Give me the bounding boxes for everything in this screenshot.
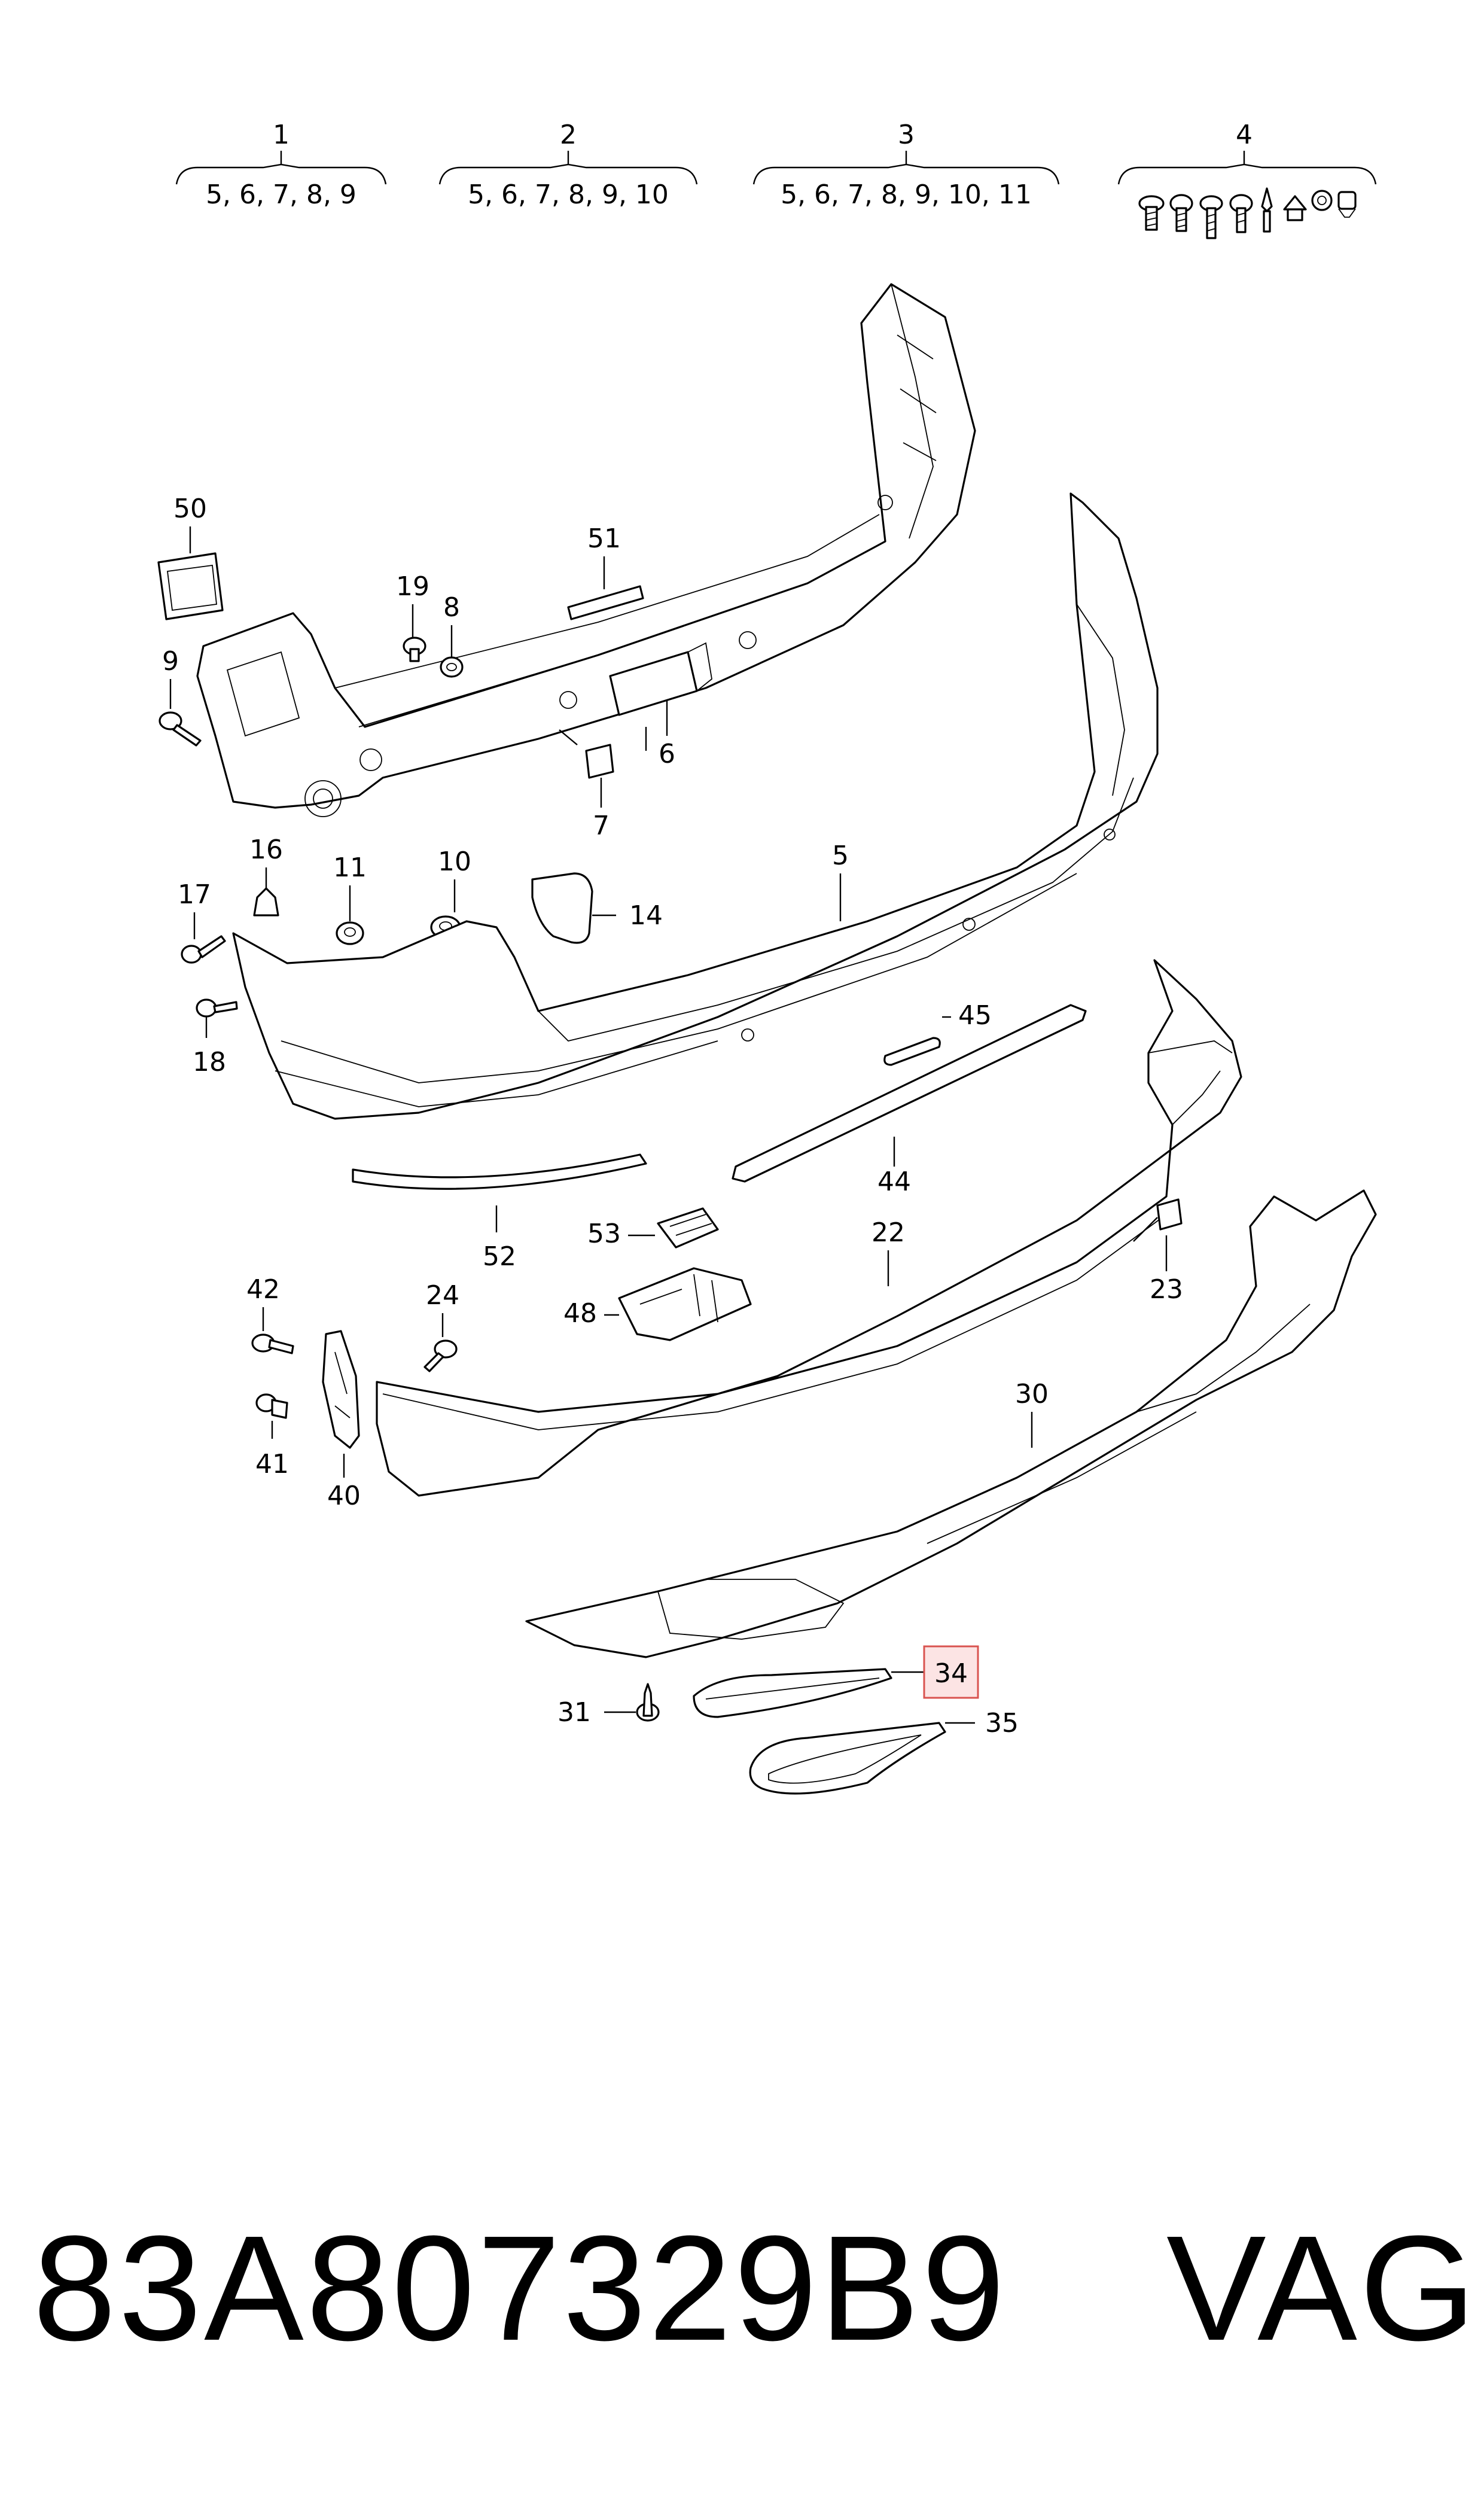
- group-header-3: 3 5, 6, 7, 8, 9, 10, 11: [752, 120, 1060, 210]
- callout-14: 14: [629, 900, 663, 931]
- callout-48: 48: [563, 1298, 597, 1329]
- callout-40: 40: [327, 1481, 361, 1511]
- callout-42: 42: [246, 1274, 280, 1305]
- part-51-clip: 51: [567, 523, 644, 620]
- group-number-3: 3: [898, 120, 915, 150]
- part-23-clip: 23: [1133, 1198, 1183, 1305]
- part-41-clip: 41: [255, 1393, 289, 1479]
- part-16-clip: 16: [249, 835, 283, 917]
- callout-5: 5: [832, 841, 849, 871]
- part-22-lower-bumper: 22: [376, 959, 1242, 1497]
- part-53-connector: 53: [587, 1207, 719, 1249]
- group-bracket-4: [1117, 151, 1377, 185]
- group-members-2: 5, 6, 7, 8, 9, 10: [468, 179, 669, 210]
- highlight-box-34: [923, 1645, 979, 1699]
- part-40-bracket: 40: [322, 1330, 361, 1511]
- part-34-reflector-trim: 34: [693, 1645, 979, 1718]
- group-bracket-2: [438, 151, 698, 185]
- group-number-1: 1: [273, 120, 290, 150]
- callout-34[interactable]: 34: [934, 1658, 968, 1689]
- callout-22: 22: [871, 1217, 905, 1248]
- bumper-carrier: [196, 283, 976, 817]
- group-members-1: 5, 6, 7, 8, 9: [206, 179, 356, 210]
- part-6-module: 6: [609, 642, 712, 769]
- callout-45: 45: [958, 1000, 992, 1031]
- callout-9: 9: [162, 646, 179, 677]
- callout-35: 35: [985, 1708, 1019, 1738]
- part-19-nut: 19: [396, 571, 429, 662]
- part-5-bumper-cover: 5: [232, 492, 1159, 1120]
- callout-53: 53: [587, 1219, 621, 1249]
- callout-24: 24: [426, 1280, 459, 1311]
- group-number-2: 2: [560, 120, 577, 150]
- group-bracket-3: [752, 151, 1060, 185]
- callout-52: 52: [483, 1241, 516, 1272]
- part-8-grommet: 8: [440, 592, 464, 678]
- part-50-bracket: 50: [157, 494, 224, 620]
- callout-10: 10: [438, 847, 471, 877]
- callout-51: 51: [587, 523, 621, 554]
- callout-31: 31: [557, 1697, 591, 1728]
- callout-23: 23: [1150, 1274, 1183, 1305]
- part-45-emblem: 45: [883, 1000, 992, 1066]
- group-members-3: 5, 6, 7, 8, 9, 10, 11: [781, 179, 1032, 210]
- callout-50: 50: [173, 494, 207, 524]
- part-14-cover: 14: [531, 872, 663, 944]
- part-17-screw: 17: [178, 879, 226, 964]
- exploded-parts-diagram: 1 5, 6, 7, 8, 9 2 5, 6, 7, 8, 9, 10 3 5,…: [157, 120, 1377, 1795]
- part-9-screw: 9: [159, 646, 202, 747]
- group-number-4: 4: [1236, 120, 1253, 150]
- part-42-screw: 42: [246, 1274, 294, 1354]
- callout-19: 19: [396, 571, 429, 602]
- group-header-2: 2 5, 6, 7, 8, 9, 10: [438, 120, 698, 210]
- part-30-diffuser: 30: [525, 1189, 1377, 1658]
- fastener-set-icon: [1138, 187, 1357, 239]
- part-35-trim-cover: 35: [749, 1708, 1019, 1795]
- callout-30: 30: [1015, 1379, 1049, 1409]
- part-48-bracket: 48: [563, 1267, 752, 1341]
- callout-16: 16: [249, 835, 283, 865]
- part-11-nut: 11: [333, 852, 367, 945]
- callout-7: 7: [593, 811, 610, 841]
- group-header-1: 1 5, 6, 7, 8, 9: [175, 120, 387, 210]
- callout-41: 41: [255, 1449, 289, 1479]
- part-44-trim-strip: 44: [732, 1004, 1087, 1197]
- group-header-4: 4: [1117, 120, 1377, 239]
- part-18-screw: 18: [193, 998, 238, 1077]
- callout-17: 17: [178, 879, 211, 910]
- part-52-trim-strip: 52: [352, 1153, 647, 1272]
- callout-11: 11: [333, 852, 367, 883]
- part-24-screw: 24: [423, 1280, 459, 1372]
- brand-label: VAG: [1166, 2205, 1479, 2371]
- callout-8: 8: [443, 592, 460, 623]
- callout-18: 18: [193, 1047, 226, 1077]
- callout-6: 6: [659, 739, 675, 769]
- part-number-label: 83A807329B9: [33, 2205, 1007, 2371]
- callout-44: 44: [877, 1167, 911, 1197]
- part-7-retainer: 7: [559, 729, 614, 841]
- group-bracket-1: [175, 151, 387, 185]
- part-31-screw: 31: [557, 1683, 660, 1728]
